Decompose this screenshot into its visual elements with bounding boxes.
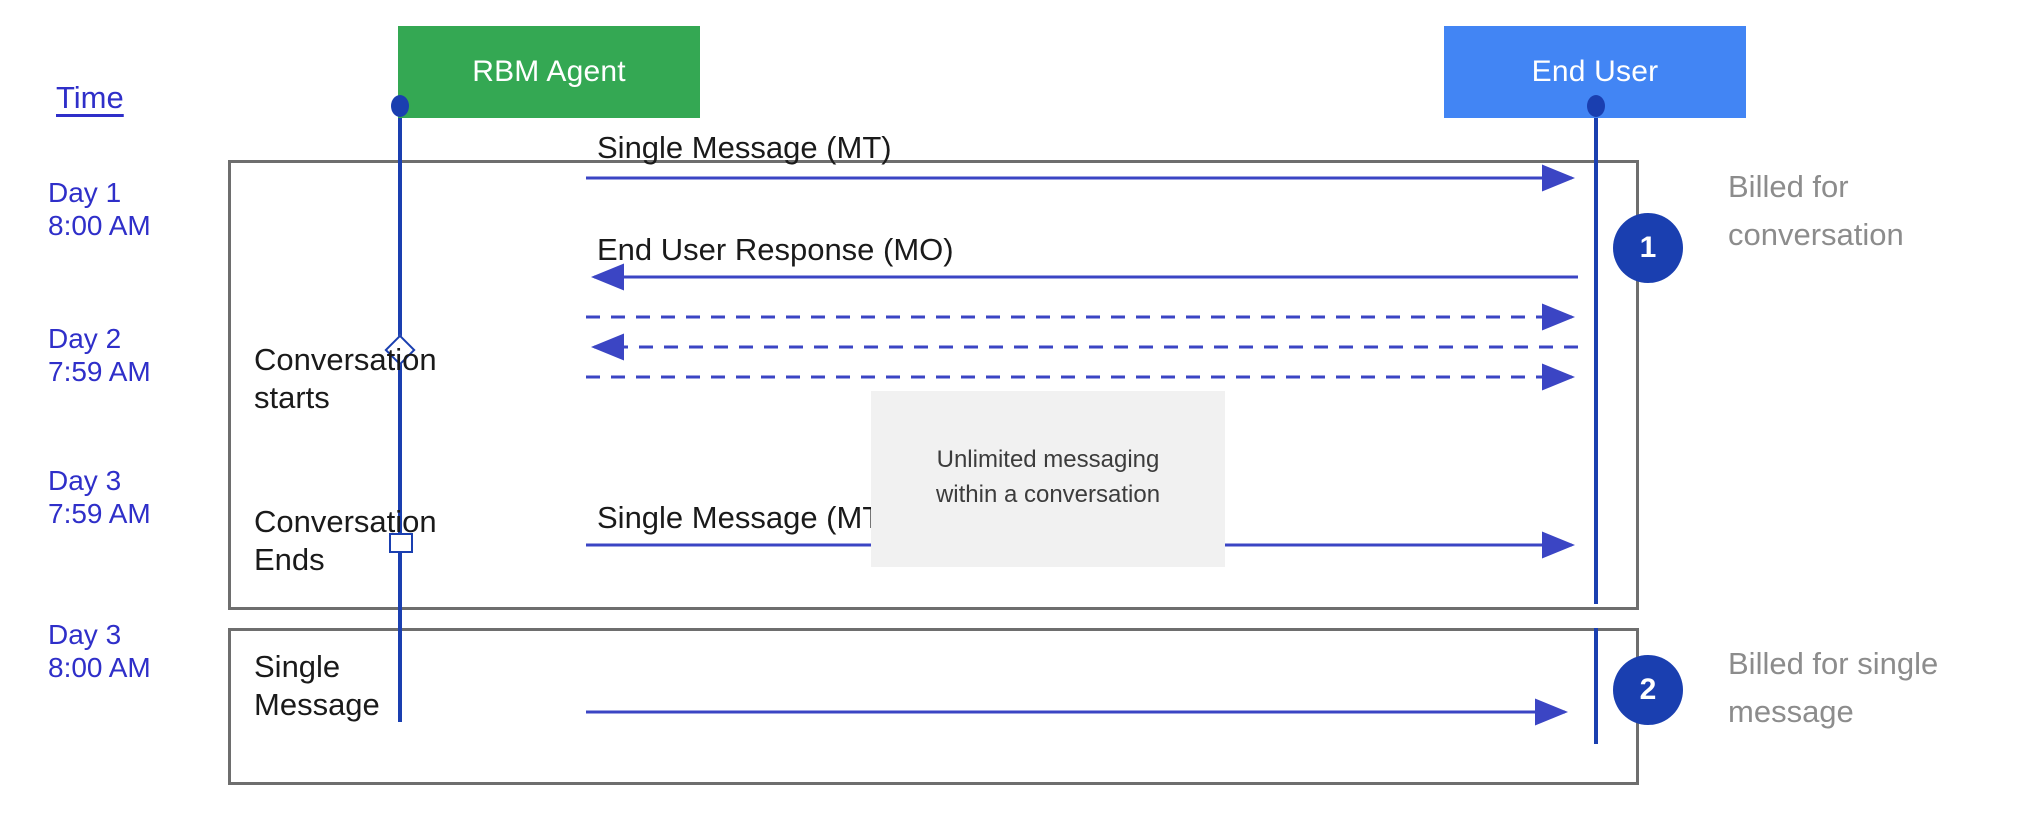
time-stamp-time: 7:59 AM <box>48 356 151 388</box>
phase-label-line2: starts <box>254 380 330 416</box>
badge-2[interactable]: 2 <box>1613 655 1683 725</box>
badge-2-label: 2 <box>1639 673 1657 706</box>
rbm-agent-lifeline-lower <box>398 564 402 722</box>
note-line1: Unlimited messaging <box>936 446 1160 473</box>
actor-end-user-label: End User <box>1531 55 1659 88</box>
conversation-frame <box>228 160 1639 610</box>
time-stamp-time: 7:59 AM <box>48 498 151 530</box>
end-user-lifeline <box>1594 118 1598 604</box>
phase-label-line1: Conversation <box>254 342 437 377</box>
badge-1[interactable]: 1 <box>1613 213 1683 283</box>
time-column-header: Time <box>56 80 124 115</box>
rbm-agent-lifeline-dot <box>391 95 409 117</box>
time-stamp-day: Day 2 <box>48 323 122 354</box>
time-stamp-day2: Day 2 7:59 AM <box>48 322 151 388</box>
conversation-end-marker-icon <box>389 533 413 553</box>
note-line2: within a conversation <box>935 480 1161 508</box>
phase-label-conversation-ends: Conversation Ends <box>254 503 437 580</box>
end-user-lifeline-dot <box>1587 95 1605 117</box>
time-stamp-time: 8:00 AM <box>48 210 151 242</box>
note-unlimited-messaging-box <box>871 391 1225 567</box>
message-caption-single-message-mt-2: Single Message (MT) <box>597 500 892 535</box>
time-stamp-time: 8:00 AM <box>48 652 151 684</box>
time-stamp-day: Day 3 <box>48 465 122 496</box>
message-caption-single-message-mt: Single Message (MT) <box>597 130 892 165</box>
billing-note-single-message: Billed for single message <box>1728 646 1939 730</box>
time-stamp-day1: Day 1 8:00 AM <box>48 176 151 242</box>
phase-label-single-message: Single Message <box>254 648 380 725</box>
time-stamp-day3-single: Day 3 8:00 AM <box>48 618 151 684</box>
phase-label-line2: Ends <box>254 542 325 578</box>
time-stamp-day: Day 1 <box>48 177 122 208</box>
phase-label-line1: Conversation <box>254 504 437 539</box>
phase-label-conversation-starts: Conversation starts <box>254 341 437 418</box>
badge-1-label: 1 <box>1639 231 1657 264</box>
actor-rbm-agent-label: RBM Agent <box>472 55 626 88</box>
note-unlimited-messaging-text: Unlimited messaging within a conversatio… <box>871 443 1225 513</box>
message-caption-end-user-response-mo: End User Response (MO) <box>597 232 954 267</box>
time-stamp-day: Day 3 <box>48 619 122 650</box>
actor-rbm-agent[interactable]: RBM Agent <box>398 26 700 118</box>
time-stamp-day3-end: Day 3 7:59 AM <box>48 464 151 530</box>
end-user-lifeline-lower <box>1594 628 1598 744</box>
phase-label-line2: Message <box>254 687 380 723</box>
phase-label-line1: Single <box>254 649 341 684</box>
billing-note-conversation: Billed for conversation <box>1728 169 1904 253</box>
